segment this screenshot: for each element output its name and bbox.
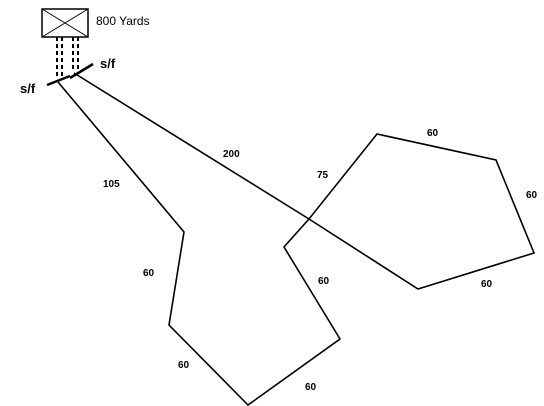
- route-b-leg-5-label: 60: [481, 279, 493, 290]
- route-b-leg-1-label: 200: [223, 149, 240, 160]
- dashed-connector: [56, 37, 79, 77]
- route-a-leg-3-label: 60: [178, 360, 190, 371]
- start-finish-line-right: [69, 62, 94, 80]
- route-b-leg-4-label: 60: [526, 190, 538, 201]
- route-b-leg-3-label: 60: [427, 128, 439, 139]
- route-a-leg-5-label: 60: [318, 276, 330, 287]
- route-a-leg-1-label: 105: [103, 179, 120, 190]
- route-a-leg-2-label: 60: [143, 268, 155, 279]
- start-finish-label-right: s/f: [100, 56, 116, 71]
- route-a-path: [57, 81, 342, 406]
- distance-box-icon: [41, 8, 89, 38]
- route-b-path: [73, 72, 536, 290]
- start-finish-line-left: [46, 74, 71, 87]
- route-a-leg-4-label: 60: [305, 382, 317, 393]
- start-finish-label-left: s/f: [20, 81, 36, 96]
- route-b-leg-2-label: 75: [317, 170, 329, 181]
- distance-label: 800 Yards: [96, 14, 150, 28]
